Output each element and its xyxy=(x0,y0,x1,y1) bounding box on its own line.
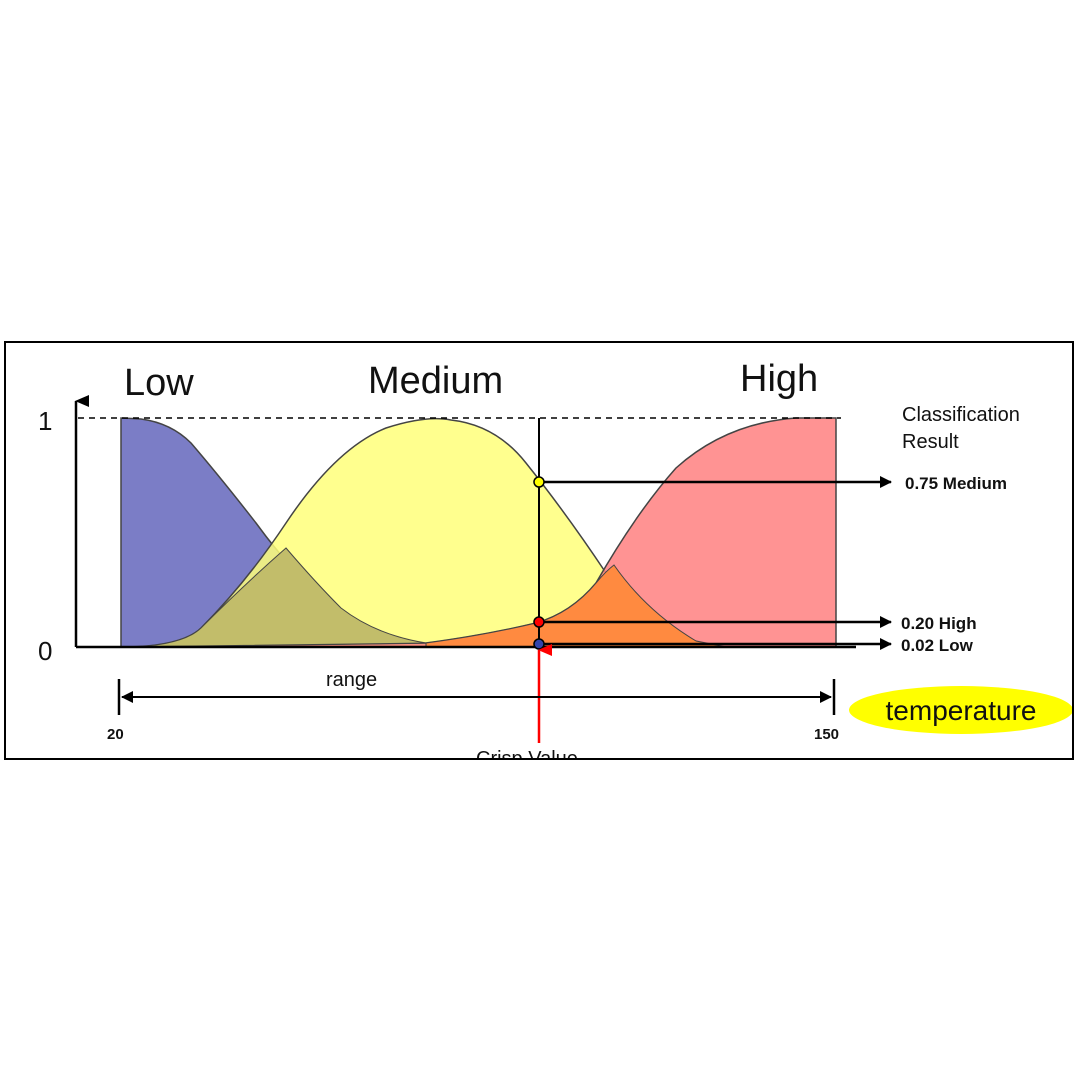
high-intersection-point xyxy=(533,616,545,628)
low-medium-overlap xyxy=(120,547,427,648)
classification-subtitle: Result xyxy=(902,431,959,453)
low-set-label: Low xyxy=(124,362,194,404)
y-axis-min-label: 0 xyxy=(38,636,52,666)
range-label: range xyxy=(326,669,377,691)
high-set-label: High xyxy=(740,358,818,400)
crisp-value-label: Crisp Value xyxy=(476,748,578,760)
medium-set-label: Medium xyxy=(368,360,503,402)
medium-result-label: 0.75 Medium xyxy=(905,474,1007,493)
membership-diagram: Low Medium High 1 0 Classification Resul… xyxy=(38,358,1072,760)
high-medium-overlap xyxy=(425,564,727,648)
low-result-label: 0.02 Low xyxy=(901,636,974,655)
figure-frame: Low Medium High 1 0 Classification Resul… xyxy=(4,341,1074,760)
variable-badge xyxy=(849,686,1072,734)
classification-title: Classification xyxy=(902,404,1020,426)
medium-intersection-point xyxy=(533,476,545,488)
low-intersection-point xyxy=(533,638,545,650)
range-max-label: 150 xyxy=(814,726,839,743)
variable-label: temperature xyxy=(886,695,1037,726)
y-axis-max-label: 1 xyxy=(38,406,52,436)
range-min-label: 20 xyxy=(107,726,124,743)
high-result-label: 0.20 High xyxy=(901,614,977,633)
